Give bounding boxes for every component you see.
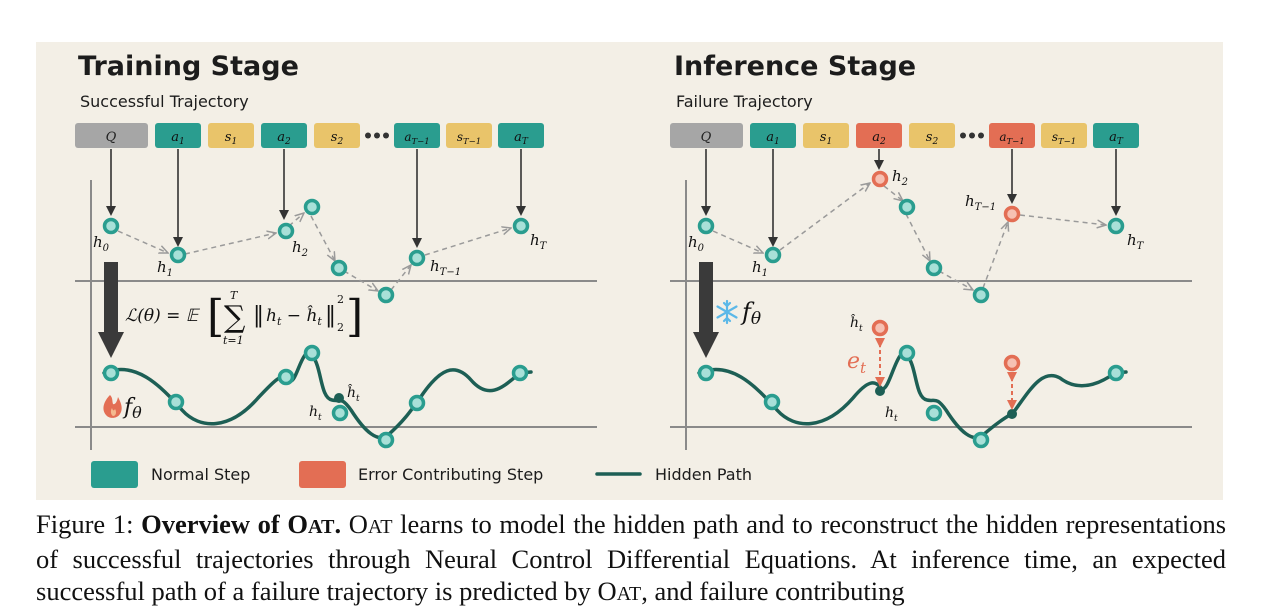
training-big-arrow <box>98 262 124 358</box>
token-a2 <box>261 123 307 148</box>
training-hidden-nodes <box>102 198 530 304</box>
legend: Normal Step Error Contributing Step Hidd… <box>91 461 752 488</box>
inference-error-markers <box>871 319 1021 410</box>
inference-subtitle: Failure Trajectory <box>676 92 813 111</box>
node-h4 <box>377 286 395 304</box>
svg-text:T: T <box>230 289 239 302</box>
inference-token-row: Q a1 s1 a2 s2 aT−1 sT−1 aT <box>670 123 1139 148</box>
token-a-t <box>498 123 544 148</box>
node-h1 <box>169 246 187 264</box>
error-node-h2 <box>871 170 889 188</box>
token-query-label: Q <box>106 130 117 145</box>
inference-big-arrow <box>693 262 719 358</box>
training-title: Training Stage <box>78 51 299 82</box>
inference-input-arrows <box>701 149 1121 247</box>
training-input-arrows <box>106 149 526 248</box>
token-query <box>75 123 148 148</box>
training-subtitle: Successful Trajectory <box>80 92 249 111</box>
training-token-row: Q a1 s1 a2 s2 aT−1 sT−1 aT <box>75 123 544 148</box>
figure-caption: Figure 1: Overview of OAT. OAT learns to… <box>36 509 1227 606</box>
token-s2 <box>314 123 360 148</box>
training-path-nodes <box>102 344 529 449</box>
training-stage: Training Stage Successful Trajectory Q a… <box>75 51 597 450</box>
legend-path-label: Hidden Path <box>655 465 752 484</box>
inference-path-nodes <box>697 344 1125 449</box>
training-hidden-transitions <box>117 213 511 291</box>
inference-hidden-path <box>697 351 1128 440</box>
inference-hidden-transitions <box>712 183 1106 290</box>
token-s1 <box>208 123 254 148</box>
ellipsis-dots <box>365 132 389 139</box>
loss-formula: ℒ(θ) = 𝔼 [ ∑ T t=1 ‖ ht − ĥt ‖ 2 2 ] <box>125 289 363 347</box>
figure-panel <box>36 42 1223 500</box>
error-token-a-t-minus-1 <box>989 123 1035 148</box>
svg-text:2: 2 <box>337 293 344 306</box>
node-h0 <box>102 217 120 235</box>
node-h-t <box>512 217 530 235</box>
inference-title: Inference Stage <box>674 51 916 82</box>
svg-text:Q: Q <box>701 130 712 145</box>
svg-text:∑: ∑ <box>224 300 246 335</box>
inference-hidden-nodes <box>697 170 1125 304</box>
caption-body: learns to model the hidden path and to r… <box>36 509 1227 606</box>
svg-text:]: ] <box>346 291 363 342</box>
caption-bold-lead: Overview of OAT. <box>141 509 342 539</box>
token-a1 <box>155 123 201 148</box>
node-h-t-minus-1 <box>408 249 426 267</box>
caption-prefix: Figure 1: <box>36 509 134 539</box>
legend-error-swatch <box>299 461 346 488</box>
svg-text:ℒ(θ) = 𝔼: ℒ(θ) = 𝔼 <box>125 306 201 326</box>
snowflake-icon <box>716 299 738 325</box>
node-h2b <box>303 198 321 216</box>
fire-icon <box>103 395 122 418</box>
error-token-a2 <box>856 123 902 148</box>
svg-text:‖: ‖ <box>325 303 336 328</box>
svg-text:‖: ‖ <box>253 303 264 328</box>
predicted-point <box>334 393 344 403</box>
training-hidden-path <box>102 351 533 440</box>
node-h3 <box>330 259 348 277</box>
token-a-t-minus-1 <box>394 123 440 148</box>
caption-tail: , and failure contributing <box>641 576 905 606</box>
error-node-h-t-minus-1 <box>1003 205 1021 223</box>
svg-text:ht − ĥt: ht − ĥt <box>266 305 322 328</box>
token-s-t-minus-1 <box>446 123 492 148</box>
node-h2 <box>277 222 295 240</box>
svg-text:2: 2 <box>337 321 344 334</box>
legend-error-label: Error Contributing Step <box>358 465 543 484</box>
legend-normal-swatch <box>91 461 138 488</box>
svg-text:t=1: t=1 <box>223 334 244 347</box>
svg-text:[: [ <box>207 291 224 342</box>
legend-normal-label: Normal Step <box>151 465 250 484</box>
